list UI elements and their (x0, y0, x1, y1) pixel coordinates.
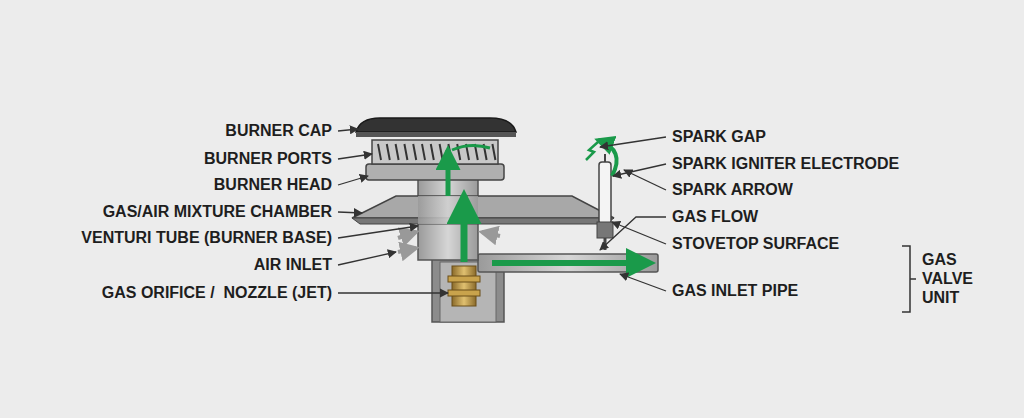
part-label: STOVETOP SURFACE (672, 235, 839, 253)
nozzle-nut (448, 276, 480, 282)
port-slots (378, 144, 495, 160)
cap-rim (356, 132, 516, 137)
igniter-electrode (599, 162, 611, 224)
nozzle-nut (448, 290, 480, 296)
part-label: VENTURI TUBE (BURNER BASE) (81, 229, 332, 247)
burner-ports (372, 140, 498, 164)
gas-orifice (452, 266, 476, 306)
stovetop-surface (352, 218, 614, 224)
gas-flow-arrow (492, 260, 650, 266)
flame-flow (452, 145, 490, 150)
part-label: GAS ORIFICE / NOZZLE (JET) (102, 284, 332, 302)
part-label: BURNER CAP (225, 122, 332, 140)
air-arrow (482, 232, 500, 236)
part-label: GAS VALVE UNIT (922, 250, 982, 307)
spark-gap (586, 142, 598, 160)
mixture-chamber-flange (352, 196, 614, 218)
part-label: GAS INLET PIPE (672, 282, 798, 300)
part-label: BURNER PORTS (204, 150, 332, 168)
igniter-base (597, 222, 613, 238)
part-label: BURNER HEAD (214, 176, 332, 194)
part-label: SPARK IGNITER ELECTRODE (672, 155, 899, 173)
tube-through-flange (418, 196, 478, 224)
gas-flow-up (461, 196, 468, 262)
mixture-flow-up (446, 150, 451, 196)
part-label: SPARK ARROW (672, 181, 793, 199)
air-arrow (398, 232, 416, 238)
burner-cap (356, 118, 516, 132)
part-label: AIR INLET (254, 256, 332, 274)
gas-inlet-pipe (478, 254, 658, 272)
part-label: GAS/AIR MIXTURE CHAMBER (103, 203, 332, 221)
burner-head (366, 164, 504, 180)
igniter-tip (604, 154, 606, 162)
part-label: GAS FLOW (672, 208, 758, 226)
air-arrow (398, 248, 416, 252)
part-label: SPARK GAP (672, 128, 766, 146)
